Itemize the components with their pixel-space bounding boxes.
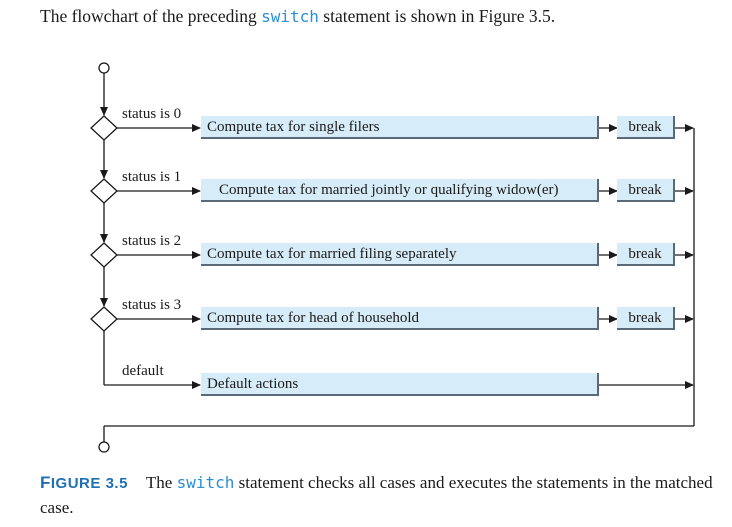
default-label: default: [122, 363, 164, 379]
start-node: [98, 62, 110, 74]
intro-text-before: The flowchart of the preceding: [40, 6, 262, 26]
break-box-0: break: [617, 116, 675, 139]
action-box-1: Compute tax for married jointly or quali…: [201, 179, 599, 202]
action-box-0: Compute tax for single filers: [201, 116, 599, 139]
break-box-1: break: [617, 179, 675, 202]
decision-diamond-1: [90, 178, 118, 204]
intro-sentence: The flowchart of the preceding switch st…: [40, 6, 555, 27]
decision-diamond-3: [90, 306, 118, 332]
switch-flowchart: [90, 62, 695, 453]
intro-code-keyword: switch: [261, 7, 319, 26]
figure-caption: FIGURE 3.5 The switch statement checks al…: [40, 471, 720, 520]
caption-code-keyword: switch: [176, 473, 235, 492]
end-node: [98, 441, 110, 453]
break-box-3: break: [617, 307, 675, 330]
condition-label-0: status is 0: [122, 106, 182, 122]
decision-diamond-2: [90, 242, 118, 268]
break-box-2: break: [617, 243, 675, 266]
condition-label-2: status is 2: [122, 233, 182, 249]
condition-label-1: status is 1: [122, 169, 182, 185]
default-action-box: Default actions: [201, 373, 599, 396]
caption-text-after: statement checks all cases and executes …: [40, 473, 713, 517]
figure-label-initial: F: [40, 473, 51, 492]
figure-label: FIGURE 3.5: [40, 473, 128, 492]
action-box-2: Compute tax for married filing separatel…: [201, 243, 599, 266]
condition-label-3: status is 3: [122, 297, 182, 313]
caption-text-before: The: [145, 473, 177, 492]
intro-text-after: statement is shown in Figure 3.5.: [318, 6, 556, 26]
figure-label-rest: IGURE 3.5: [50, 475, 128, 492]
decision-diamond-0: [90, 115, 118, 141]
action-box-3: Compute tax for head of household: [201, 307, 599, 330]
